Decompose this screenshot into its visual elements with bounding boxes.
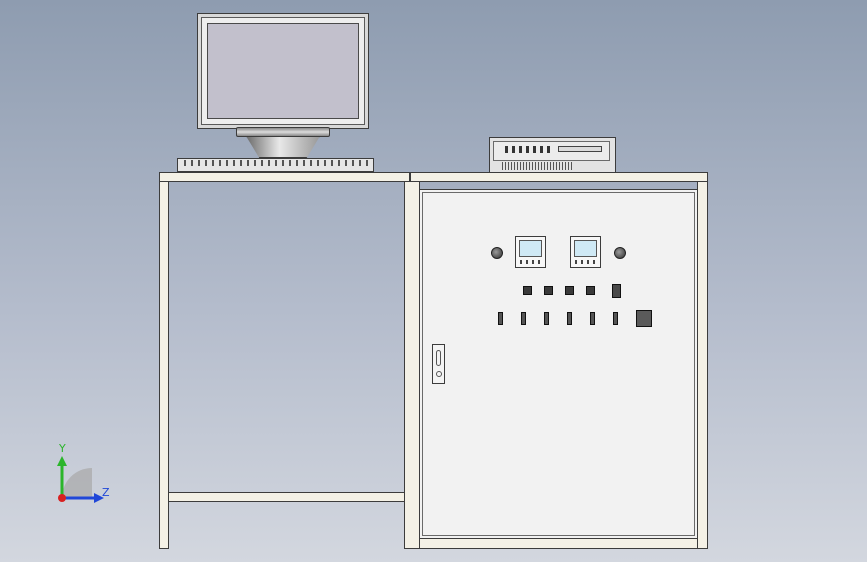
axis-triad [50, 440, 120, 510]
cabinet-base [419, 538, 698, 549]
indicator-lamp-4 [586, 286, 595, 295]
indicator-lamp-3 [565, 286, 574, 295]
z-axis-label: Z [102, 486, 110, 499]
rack-unit[interactable] [489, 137, 616, 173]
toggle-switch-1[interactable] [498, 312, 503, 325]
indicator-lamp-1 [523, 286, 532, 295]
rocker-switch[interactable] [612, 284, 621, 298]
toggle-switch-6[interactable] [613, 312, 618, 325]
display-left [515, 236, 546, 268]
monitor-screen [207, 23, 359, 119]
table-leg-middle [404, 181, 420, 549]
rack-unit-slot [558, 146, 602, 152]
electrical-cabinet[interactable] [419, 189, 698, 539]
door-handle[interactable] [432, 344, 445, 384]
knob-right[interactable] [614, 247, 626, 259]
display-right [570, 236, 601, 268]
keyboard-keys [184, 160, 368, 166]
toggle-switch-5[interactable] [590, 312, 595, 325]
door-handle-lock [436, 371, 442, 377]
display-right-screen [574, 240, 597, 257]
monitor-stand [246, 136, 320, 158]
table-crossbar [168, 492, 405, 502]
rack-unit-controls [505, 146, 553, 153]
toggle-switch-3[interactable] [544, 312, 549, 325]
axis-triad-graphic [57, 456, 104, 503]
table-leg-right [697, 181, 708, 549]
display-left-keys [520, 260, 542, 264]
indicator-lamp-2 [544, 286, 553, 295]
rack-unit-vents [502, 162, 574, 170]
knob-left[interactable] [491, 247, 503, 259]
table-top-seam [409, 172, 411, 182]
toggle-switch-2[interactable] [521, 312, 526, 325]
monitor[interactable] [197, 13, 369, 129]
table-top [159, 172, 708, 182]
emergency-stop-button[interactable] [636, 310, 652, 327]
toggle-switch-4[interactable] [567, 312, 572, 325]
door-handle-grip [436, 350, 441, 366]
y-axis-label: Y [59, 442, 66, 455]
display-right-keys [575, 260, 597, 264]
monitor-neck [236, 127, 330, 137]
table-leg-left [159, 181, 169, 549]
cabinet-door-panel [422, 192, 695, 536]
display-left-screen [519, 240, 542, 257]
keyboard[interactable] [177, 158, 374, 172]
